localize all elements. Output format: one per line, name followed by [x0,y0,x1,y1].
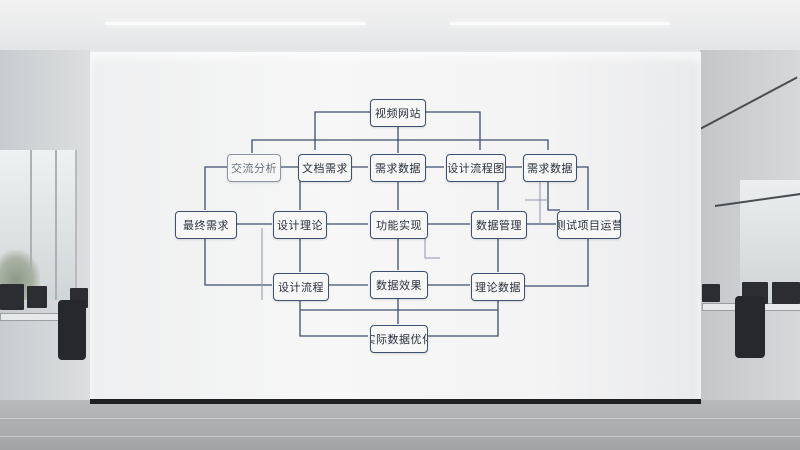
connector-line [299,299,368,337]
flow-node: 设计流程图 [446,154,506,182]
monitor [0,284,24,310]
flow-node: 数据管理 [471,211,527,239]
flow-node: 设计流程 [273,273,329,301]
flow-node: 视频网站 [370,99,426,127]
connector-line [251,139,330,153]
window-mullion [55,150,57,300]
connector-line [547,181,560,211]
faint-connector-line [424,238,440,259]
flow-node: 设计理论 [273,211,327,239]
connector-line [525,238,589,287]
connector-line [428,299,499,337]
monitor [27,286,47,308]
connector-line [314,111,370,150]
connector-line [204,166,227,210]
window-mullion [30,150,32,300]
floor-tile-line [0,436,800,437]
flow-node: 理论数据 [471,273,525,301]
connector-line [204,238,272,286]
flow-node: 数据效果 [370,271,428,299]
office-chair [735,296,765,358]
ceiling [0,0,800,50]
baseboard [90,399,701,404]
connector-line [575,166,589,210]
floor-tile-line [0,418,800,419]
monitor [702,284,720,302]
ceiling-light [450,22,670,25]
connector-line [465,139,549,150]
floor [0,400,800,450]
flow-node: 需求数据 [523,154,577,182]
flow-node: 实际数据优化 [370,325,428,353]
flow-node: 文档需求 [298,154,352,182]
flow-node: 测试项目运营 [557,211,621,239]
flow-node: 需求数据 [370,154,426,182]
flow-node: 功能实现 [370,211,428,239]
connector-line [425,111,481,150]
office-chair [58,300,86,360]
monitor [772,282,800,304]
flow-node: 最终需求 [175,211,237,239]
ceiling-light [105,22,365,25]
flow-node: 交流分析 [227,154,281,182]
